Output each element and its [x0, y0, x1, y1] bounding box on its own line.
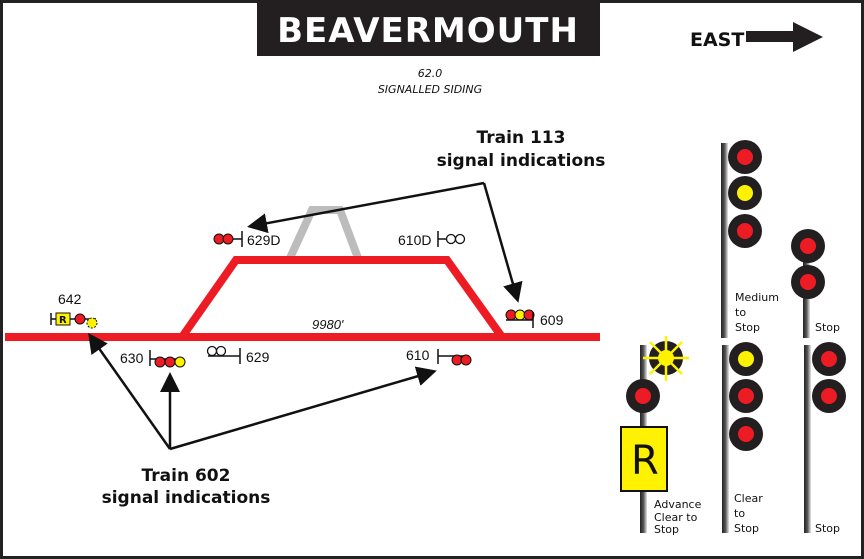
signal-630: 630: [120, 350, 186, 368]
legend-advance-line1: Advance: [654, 498, 702, 511]
legend-advance-line2: Clear to: [654, 511, 698, 524]
callout-train-113: Train 113 signal indications: [247, 128, 606, 303]
signal-label-609: 609: [540, 312, 564, 328]
legend-medium-to-stop-line3: Stop: [735, 321, 760, 334]
siding-type-label: SIGNALLED SIDING: [378, 83, 482, 96]
signal-629D: 629D: [213, 231, 280, 248]
legend-advance-line3: Stop: [654, 523, 679, 536]
r-plate-mini: [55, 312, 71, 326]
signal-label-610: 610: [406, 347, 430, 363]
signal-label-629: 629: [246, 349, 270, 365]
arrow-to-629D: [247, 181, 485, 234]
legend-stop-upper-label: Stop: [815, 321, 840, 334]
callout-602-line1: Train 602: [142, 466, 231, 486]
signal-label-610D: 610D: [398, 232, 431, 248]
arrow-to-610: [169, 366, 437, 451]
signal-610: 610: [406, 347, 472, 366]
legend-clear-line3: Stop: [734, 522, 759, 535]
signal-610D: 610D: [398, 231, 466, 248]
page-title: BEAVERMOUTH: [277, 11, 579, 51]
legend-clear-line1: Clear: [734, 492, 763, 505]
signal-label-629D: 629D: [247, 232, 280, 248]
legend-clear-line2: to: [734, 507, 745, 520]
siding-length-label: 9980': [312, 317, 344, 332]
arrow-to-609: [482, 182, 523, 303]
legend-medium-to-stop-line1: Medium: [735, 291, 779, 304]
spur-track: [286, 206, 362, 260]
direction-indicator: EAST: [690, 22, 823, 52]
title-block: BEAVERMOUTH 62.0 SIGNALLED SIDING: [257, 0, 600, 96]
signal-629: 629: [206, 345, 270, 365]
direction-label: EAST: [690, 29, 744, 51]
r-plate: [620, 426, 668, 492]
r-plate-letter: R: [631, 438, 659, 484]
signal-label-642: 642: [58, 291, 82, 307]
signal-642: 642 R: [50, 291, 98, 329]
legend-stop-lower: Stop: [804, 342, 846, 535]
signal-label-630: 630: [120, 350, 144, 366]
legend-stop-lower-label: Stop: [815, 522, 840, 535]
legend-medium-to-stop-line2: to: [735, 306, 746, 319]
arrow-right-icon: [746, 22, 823, 52]
title-banner: [257, 0, 600, 56]
callout-602-line2: signal indications: [102, 488, 271, 508]
siding-track: [178, 256, 506, 340]
legend-medium-to-stop: Medium to Stop: [721, 140, 779, 338]
r-plate-mini-letter: R: [59, 315, 67, 326]
legend-clear-to-stop: Clear to Stop: [722, 342, 763, 535]
legend-advance-clear-to-stop: R Advance Clear to Stop: [620, 336, 702, 536]
legend-stop-upper: Stop: [791, 229, 840, 338]
callout-113-line2: signal indications: [437, 151, 606, 171]
mileage-label: 62.0: [418, 67, 443, 80]
callout-train-602: Train 602 signal indications: [88, 332, 437, 508]
arrow-to-642: [88, 332, 172, 450]
callout-113-line1: Train 113: [477, 128, 566, 148]
signal-609: 609: [505, 309, 564, 328]
